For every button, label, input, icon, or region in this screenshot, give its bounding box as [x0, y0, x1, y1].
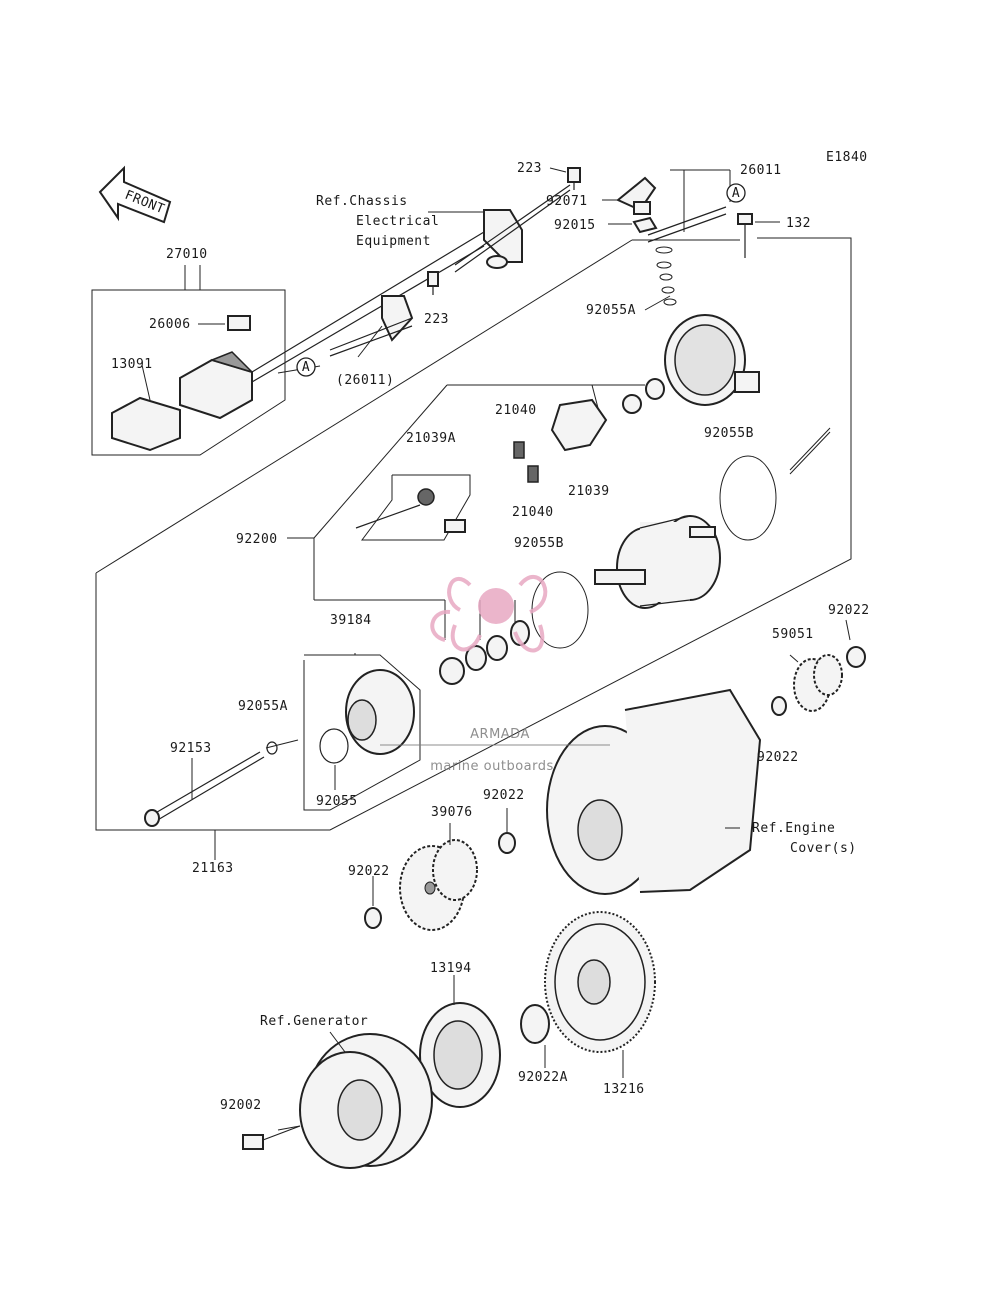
- washer-92022-left[interactable]: [364, 907, 382, 929]
- label-13194: 13194: [430, 961, 472, 976]
- label-21039: 21039: [568, 484, 610, 499]
- label-21039A: 21039A: [406, 431, 456, 446]
- generator-rotor[interactable]: [299, 1033, 433, 1169]
- relay-assembly-box: [91, 265, 286, 456]
- o-ring-92055A-small[interactable]: [266, 741, 278, 755]
- o-ring-stack-92055A[interactable]: [655, 246, 677, 306]
- ref-engine-line2: Cover(s): [790, 841, 857, 856]
- starter-assembly-outline: [95, 237, 852, 831]
- one-way-clutch-13194[interactable]: [419, 1002, 501, 1108]
- label-92055: 92055: [316, 794, 358, 809]
- callout-a-top-label: A: [732, 186, 740, 201]
- front-arrow-icon: FRONT: [98, 165, 172, 224]
- armature-housing[interactable]: [594, 515, 721, 609]
- label-223-top: 223: [517, 161, 542, 176]
- label-92153: 92153: [170, 741, 212, 756]
- cable-26011[interactable]: [647, 206, 727, 243]
- nut-92015[interactable]: [632, 216, 658, 234]
- gear-39076[interactable]: [399, 839, 478, 931]
- label-26006: 26006: [149, 317, 191, 332]
- ref-engine-line1: Ref.Engine: [752, 821, 835, 836]
- bolt-92002[interactable]: [242, 1125, 301, 1150]
- watermark: ARMADA marine outboards: [380, 575, 610, 774]
- label-92055B-left: 92055B: [514, 536, 564, 551]
- o-ring-92055[interactable]: [319, 728, 349, 764]
- label-39076: 39076: [431, 805, 473, 820]
- label-39184: 39184: [330, 613, 372, 628]
- label-92022A: 92022A: [518, 1070, 568, 1085]
- brush-plate-21039A[interactable]: [355, 474, 471, 541]
- callout-a-top: A: [726, 183, 746, 203]
- diagram-code: E1840: [826, 150, 868, 165]
- label-92022-left: 92022: [348, 864, 390, 879]
- starter-end-cover[interactable]: [664, 314, 760, 406]
- label-92055B-right: 92055B: [704, 426, 754, 441]
- callout-a-mid: A: [296, 357, 316, 377]
- label-92055A-top: 92055A: [586, 303, 636, 318]
- callout-a-mid-label: A: [302, 360, 310, 375]
- label-92200: 92200: [236, 532, 278, 547]
- bolt-223-top[interactable]: [567, 167, 581, 190]
- label-59051: 59051: [772, 627, 814, 642]
- ref-chassis-line2: Electrical: [356, 214, 439, 229]
- label-21040-a: 21040: [495, 403, 537, 418]
- label-27010: 27010: [166, 247, 208, 262]
- label-92071: 92071: [546, 194, 588, 209]
- washer-pair[interactable]: [622, 378, 665, 414]
- ref-chassis-line3: Equipment: [356, 234, 431, 249]
- bolt-223-mid[interactable]: [427, 271, 439, 295]
- ref-generator: Ref.Generator: [260, 1014, 368, 1029]
- label-13216: 13216: [603, 1082, 645, 1097]
- shim-washers[interactable]: [439, 620, 530, 685]
- label-132: 132: [786, 216, 811, 231]
- label-92055A-left: 92055A: [238, 699, 288, 714]
- bolt-132[interactable]: [737, 213, 753, 258]
- chassis-bracket: [251, 167, 581, 383]
- starter-gear-13216[interactable]: [544, 911, 656, 1053]
- watermark-brand: ARMADA: [470, 727, 530, 742]
- washer-92022A[interactable]: [520, 1004, 550, 1044]
- brush-holder-21039[interactable]: [550, 398, 608, 452]
- engine-cover[interactable]: [546, 688, 762, 895]
- gear-59051[interactable]: [793, 654, 843, 712]
- label-92022-right: 92022: [828, 603, 870, 618]
- label-92022-center: 92022: [483, 788, 525, 803]
- front-cover-39184[interactable]: [303, 654, 421, 811]
- relay-13091[interactable]: [111, 396, 181, 452]
- label-92022-mid: 92022: [757, 750, 799, 765]
- long-bolt-92153[interactable]: [144, 751, 265, 827]
- cap-92071[interactable]: [616, 176, 657, 215]
- washer-92022-right[interactable]: [846, 646, 866, 668]
- label-92015: 92015: [554, 218, 596, 233]
- relay-27010[interactable]: [179, 351, 253, 420]
- battery-cable-bracket[interactable]: [329, 295, 414, 357]
- ref-chassis-line1: Ref.Chassis: [316, 194, 408, 209]
- label-21040-b: 21040: [512, 505, 554, 520]
- label-21163: 21163: [192, 861, 234, 876]
- label-223-mid: 223: [424, 312, 449, 327]
- o-ring-92055B-right[interactable]: [719, 455, 777, 541]
- armada-logo-icon: [430, 575, 548, 653]
- label-26011-top: 26011: [740, 163, 782, 178]
- label-92002: 92002: [220, 1098, 262, 1113]
- watermark-tagline: marine outboards: [430, 759, 554, 774]
- leader-lines: [191, 167, 851, 1131]
- label-13091: 13091: [111, 357, 153, 372]
- washer-92022-mid[interactable]: [771, 696, 787, 716]
- fuse-26006[interactable]: [227, 315, 251, 331]
- springs-21040[interactable]: [513, 441, 539, 483]
- washer-92022-center[interactable]: [498, 832, 516, 854]
- label-26011-ref: (26011): [336, 373, 394, 388]
